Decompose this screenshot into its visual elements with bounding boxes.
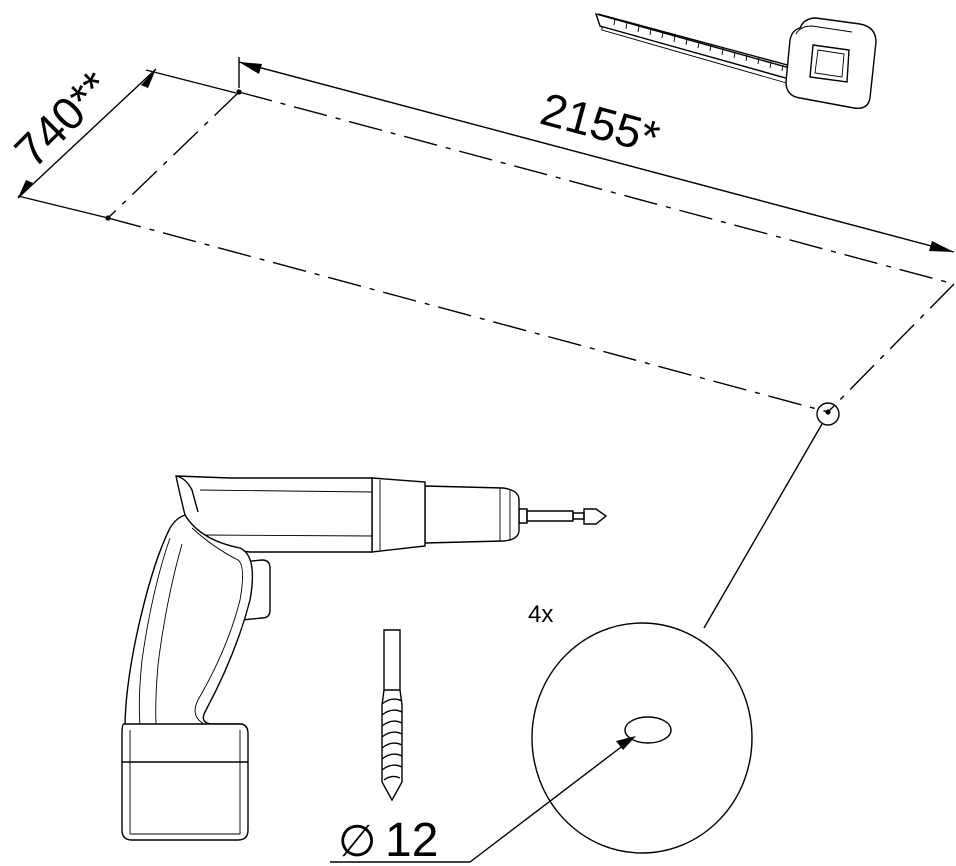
diameter-value: 12 xyxy=(385,814,438,866)
drill-hole-icon xyxy=(624,716,672,744)
tape-measure-icon xyxy=(594,12,877,109)
diameter-symbol: ∅ xyxy=(338,817,376,866)
quantity-label: 4x xyxy=(528,601,553,628)
depth-dimension: 740** xyxy=(4,61,237,199)
hole-marker-circle xyxy=(816,402,840,426)
drill-hole-detail: 4x xyxy=(528,601,753,854)
detail-leader xyxy=(703,423,823,629)
width-label: 2155* xyxy=(535,82,665,163)
power-drill-icon xyxy=(121,475,608,841)
drill-bit-icon xyxy=(381,629,403,802)
diameter-callout: ∅ 12 xyxy=(330,736,636,866)
hole-layout-outline xyxy=(17,89,955,426)
